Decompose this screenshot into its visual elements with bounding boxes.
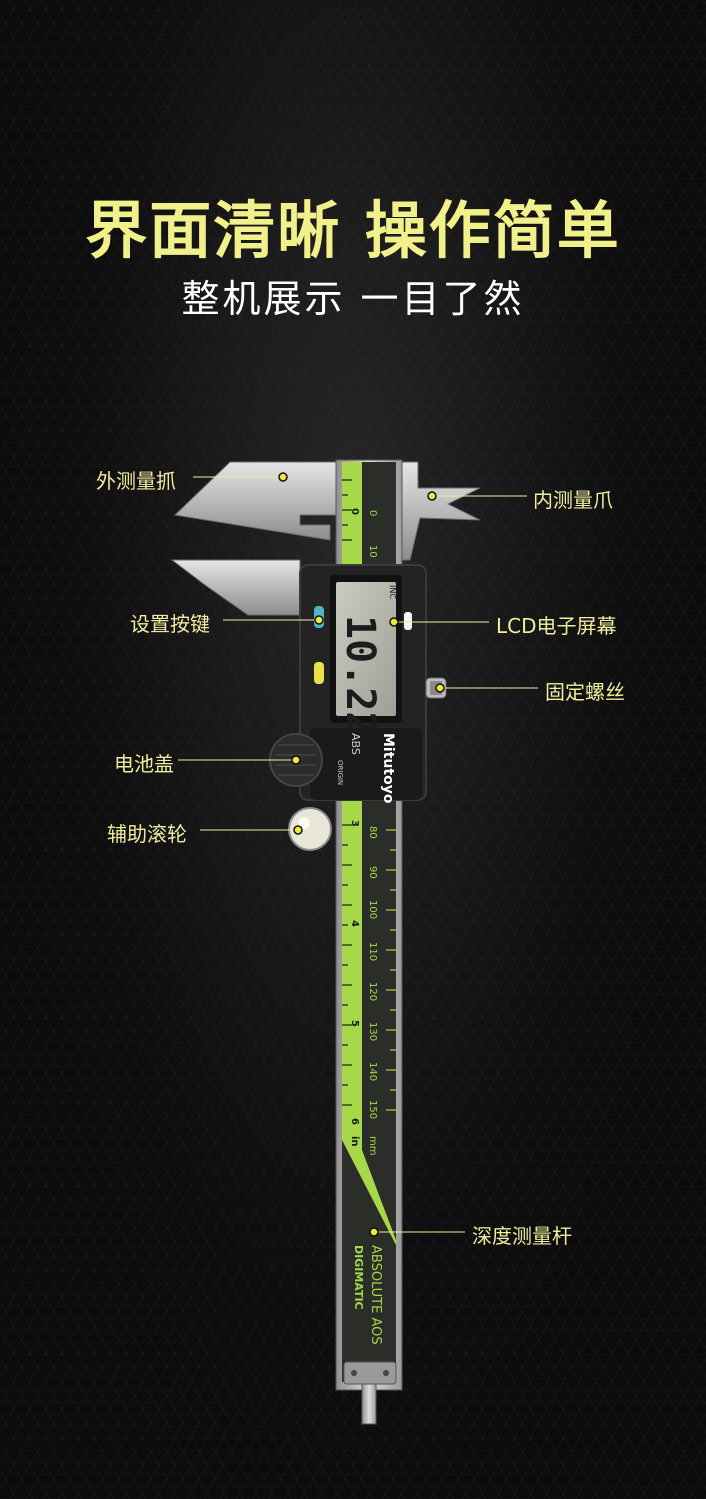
mm-label-150: 150 — [367, 1100, 378, 1119]
mm-label-120: 120 — [367, 982, 378, 1001]
outer-jaw — [173, 461, 346, 541]
in-label-6: 6 — [349, 1118, 360, 1125]
callout-battery-cover: 电池盖 — [114, 752, 174, 776]
product-line: ABSOLUTE AOS — [368, 1245, 383, 1345]
callout-lcd-screen: LCD电子屏幕 — [496, 614, 617, 638]
callout-depth-rod: 深度测量杆 — [472, 1224, 572, 1248]
mm-label-0: 0 — [367, 510, 378, 516]
mm-label-140: 140 — [367, 1062, 378, 1081]
mm-label-10: 10 — [367, 545, 378, 558]
lower-jaw — [170, 559, 301, 616]
callout-thumb-roller: 辅助滚轮 — [107, 822, 187, 846]
inch-scale-labels: 0 3 4 5 6 in — [349, 508, 360, 1147]
origin-label: ORIGIN — [336, 760, 344, 785]
callout-settings-button: 设置按键 — [130, 612, 210, 636]
callout-dots — [278, 472, 445, 1237]
zero-abs-button[interactable] — [314, 662, 324, 684]
lcd-mode: INC — [388, 585, 397, 599]
mm-unit: mm — [367, 1136, 378, 1155]
headline: 界面清晰 操作简单 — [85, 194, 621, 267]
callout-lines — [178, 476, 538, 1233]
slider-lower — [310, 728, 422, 800]
mm-label-110: 110 — [367, 942, 378, 961]
abs-label: ABS — [349, 733, 362, 755]
mm-ticks — [386, 829, 396, 1111]
mm-scale-labels: 0 10 80 90 100 110 120 130 140 150 mm — [367, 510, 378, 1155]
callout-outer-jaw: 外测量抓 — [96, 469, 176, 493]
mm-label-100: 100 — [367, 900, 378, 919]
subline: 整机展示 一目了然 — [181, 277, 525, 321]
in-unit: in — [349, 1136, 360, 1147]
in-label-0: 0 — [349, 508, 360, 515]
in-label-4: 4 — [349, 920, 360, 927]
mm-label-130: 130 — [367, 1022, 378, 1041]
inner-jaw — [399, 461, 481, 561]
scale-ticks — [342, 479, 352, 1106]
in-label-5: 5 — [349, 1020, 360, 1027]
callout-inner-jaw: 内测量爪 — [533, 488, 613, 512]
thumb-roller[interactable] — [288, 807, 332, 851]
sub-brand: DIGIMATIC — [352, 1245, 365, 1310]
in-label-3: 3 — [349, 820, 360, 827]
lcd-reading: 10.22 — [337, 615, 383, 735]
mm-label-90: 90 — [367, 866, 378, 879]
depth-rod — [361, 1383, 377, 1425]
lcd-screen — [336, 582, 396, 716]
mm-label-80: 80 — [367, 826, 378, 839]
beam-branding: ABSOLUTE AOS DIGIMATIC — [352, 1245, 383, 1345]
callout-lock-screw: 固定螺丝 — [545, 680, 625, 704]
inc-button[interactable] — [404, 612, 412, 630]
brand-logo: Mitutoyo — [380, 733, 396, 804]
